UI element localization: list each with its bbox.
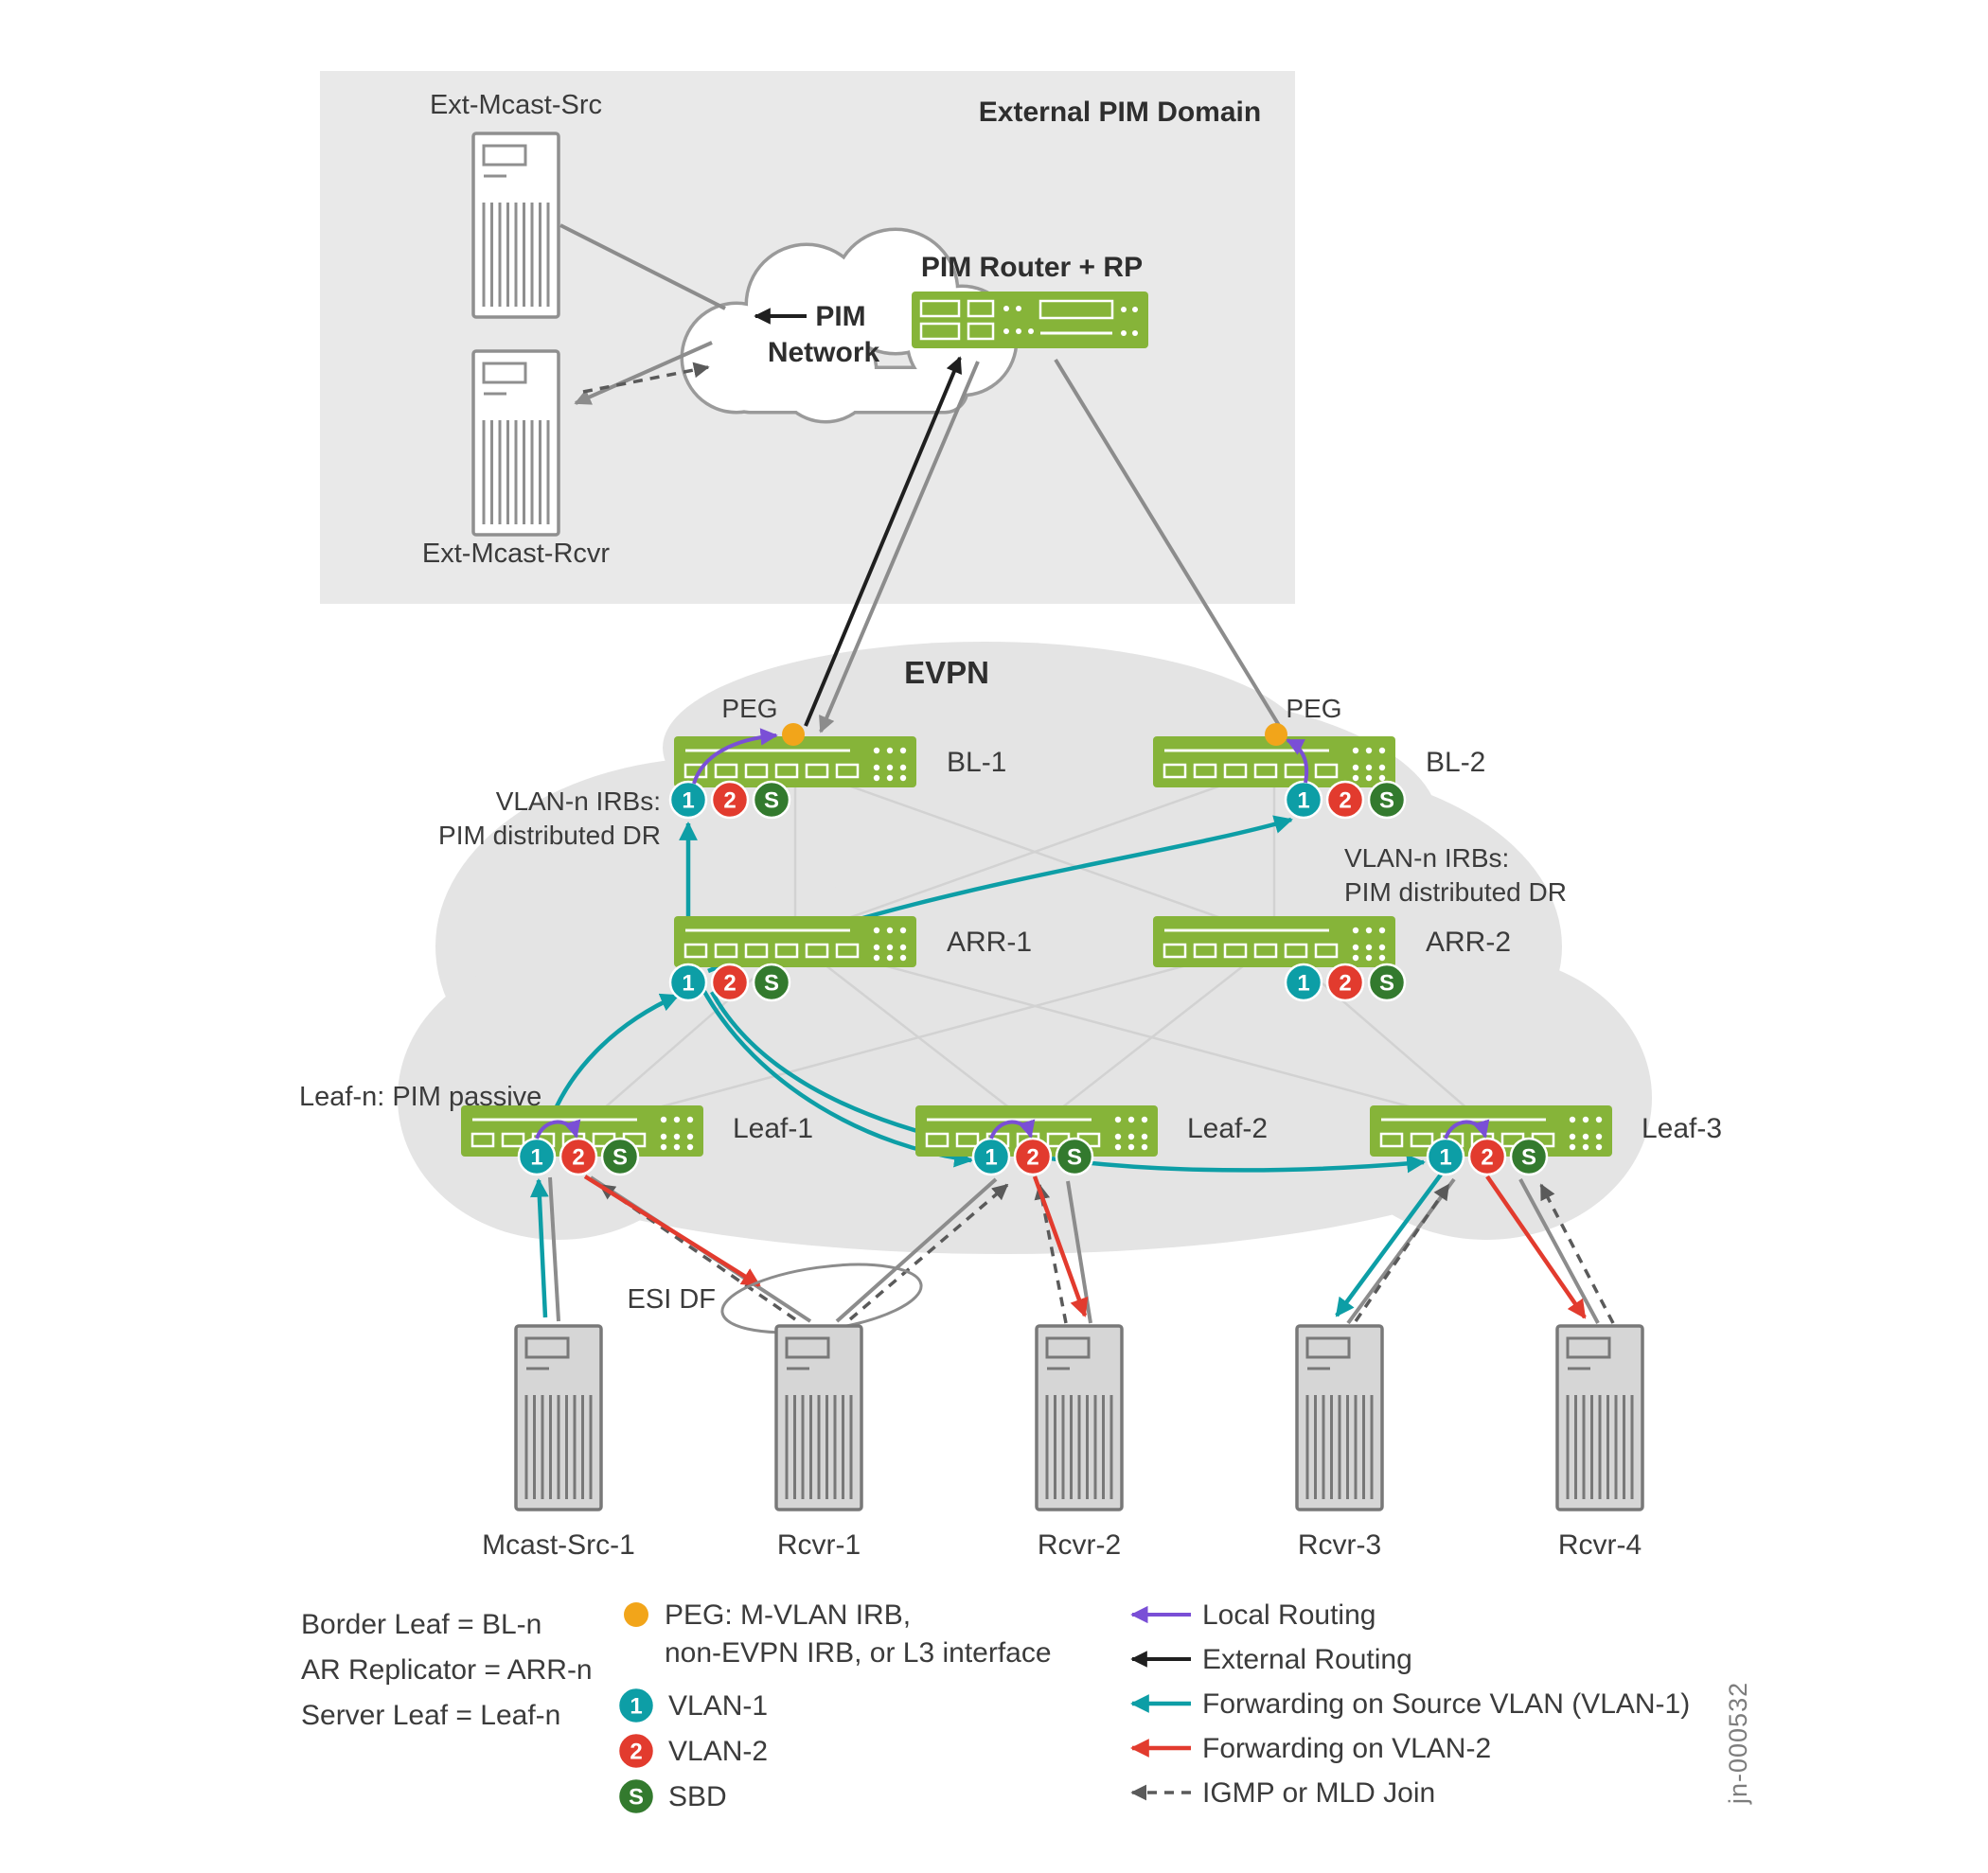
evpn-cloud	[398, 642, 1652, 1254]
legend-peg-line2: non-EVPN IRB, or L3 interface	[665, 1637, 1052, 1669]
arr2-label: ARR-2	[1426, 927, 1511, 958]
badges-leaf1	[517, 1137, 640, 1176]
legend-server-leaf: Server Leaf = Leaf-n	[301, 1700, 560, 1731]
mcast-src-1-label: Mcast-Src-1	[482, 1529, 635, 1561]
leaf1-label: Leaf-1	[733, 1113, 813, 1144]
badges-bl2	[1284, 780, 1407, 820]
external-pim-domain-title: External PIM Domain	[979, 97, 1261, 128]
leaf3-label: Leaf-3	[1642, 1113, 1722, 1144]
local-routing-leaf3	[1444, 1119, 1490, 1140]
leaf-pim-passive-note: Leaf-n: PIM passive	[299, 1082, 541, 1112]
legend-vlan1-badge	[616, 1686, 656, 1725]
pim-cloud-label-line1: PIM	[815, 301, 865, 332]
peg-label-bl2: PEG	[1286, 694, 1341, 723]
legend-vlan2-badge	[616, 1731, 656, 1771]
pim-network-cloud	[680, 227, 1019, 424]
legend-vlan2-badge-label: 2	[630, 1740, 642, 1765]
bl1-irb-note-line2: PIM distributed DR	[438, 821, 661, 850]
fwd-vlan1-leaf3-to-rcvr3	[1335, 1173, 1443, 1317]
legend-vlan1-label: VLAN-1	[668, 1690, 768, 1722]
pim-router-rp	[910, 290, 1150, 350]
legend-fwd-vlan1-label: Forwarding on Source VLAN (VLAN-1)	[1202, 1688, 1690, 1720]
legend-vlan2-label: VLAN-2	[668, 1736, 768, 1767]
rcvr-1-server	[774, 1324, 863, 1511]
peg-label-bl1: PEG	[721, 694, 777, 723]
fwd-vlan2-leaf1-to-rcvr1	[583, 1175, 761, 1287]
legend-external-routing-label: External Routing	[1202, 1644, 1412, 1675]
join-extrcvr-to-pimcloud	[582, 362, 710, 394]
link-src1-leaf1	[548, 1176, 560, 1322]
link-rcvr1-leaf2	[835, 1177, 998, 1323]
rcvr-3-label: Rcvr-3	[1298, 1529, 1381, 1561]
local-routing-bl1	[692, 728, 778, 785]
rcvr-1-label: Rcvr-1	[777, 1529, 861, 1561]
rcvr-4-label: Rcvr-4	[1558, 1529, 1642, 1561]
local-routing-bl2	[1286, 738, 1309, 784]
badges-bl1	[668, 780, 791, 820]
rcvr-3-server	[1295, 1324, 1384, 1511]
legend-local-routing-label: Local Routing	[1202, 1599, 1376, 1631]
join-rcvr1-to-leaf1	[598, 1183, 796, 1321]
fabric-mesh-links	[580, 765, 1491, 1130]
legend-peg-dot	[624, 1602, 648, 1627]
ext-mcast-src-server	[471, 132, 560, 319]
bl2-irb-note-line1: VLAN-n IRBs:	[1344, 843, 1509, 873]
fwd-vlan2-leaf2-to-rcvr2	[1032, 1175, 1089, 1317]
link-router-to-bl1	[819, 361, 980, 733]
bl1-label: BL-1	[947, 747, 1006, 778]
pim-router-label: PIM Router + RP	[921, 252, 1143, 283]
badges-leaf2	[971, 1137, 1094, 1176]
figure-id-watermark: jn-000532	[1724, 1682, 1752, 1805]
arrow-pimcloud-to-extrcvr	[574, 341, 713, 405]
peg-dot-bl2	[1265, 723, 1287, 746]
external-routing-bl1-to-router	[804, 356, 962, 727]
fwd-vlan2-leaf3-to-rcvr4	[1485, 1175, 1587, 1319]
badges-leaf3	[1426, 1137, 1549, 1176]
switch-arr2	[1151, 914, 1397, 969]
bl2-irb-note-line2: PIM distributed DR	[1344, 877, 1567, 907]
peg-dot-bl1	[782, 723, 805, 746]
bl2-label: BL-2	[1426, 747, 1485, 778]
badges-arr1	[668, 963, 791, 1002]
ext-mcast-src-label: Ext-Mcast-Src	[430, 90, 602, 120]
join-rcvr2-to-leaf2	[1034, 1183, 1068, 1324]
ext-mcast-rcvr-label: Ext-Mcast-Rcvr	[422, 539, 611, 569]
legend-sbd-badge	[616, 1776, 656, 1816]
link-extsrc-to-pimcloud	[559, 223, 726, 310]
legend-fwd-vlan2-label: Forwarding on VLAN-2	[1202, 1733, 1491, 1764]
evpn-title: EVPN	[904, 655, 989, 690]
leaf2-label: Leaf-2	[1187, 1113, 1268, 1144]
join-rcvr4-to-leaf3	[1539, 1183, 1615, 1324]
switch-arr1	[672, 914, 918, 969]
rcvr-2-label: Rcvr-2	[1038, 1529, 1121, 1561]
link-router-to-bl2	[1054, 358, 1282, 729]
legend: Border Leaf = BL-n AR Replicator = ARR-n…	[301, 1599, 1690, 1816]
arr1-label: ARR-1	[947, 927, 1032, 958]
legend-sbd-badge-label: S	[629, 1785, 644, 1811]
legend-border-leaf: Border Leaf = BL-n	[301, 1609, 541, 1640]
local-routing-leaf2	[989, 1119, 1036, 1140]
bl1-irb-note-line1: VLAN-n IRBs:	[496, 786, 661, 816]
legend-vlan1-badge-label: 1	[630, 1694, 642, 1720]
join-rcvr1-to-leaf2	[848, 1183, 1009, 1321]
mcast-src-1-server	[514, 1324, 603, 1511]
fwd-vlan1-src1-to-leaf1	[529, 1178, 549, 1318]
legend-peg-line1: PEG: M-VLAN IRB,	[665, 1599, 911, 1631]
badges-arr2	[1284, 963, 1407, 1002]
legend-ar-replicator: AR Replicator = ARR-n	[301, 1654, 593, 1686]
join-rcvr3-to-leaf3	[1354, 1183, 1450, 1322]
legend-igmp-join-label: IGMP or MLD Join	[1202, 1777, 1435, 1809]
rcvr-4-server	[1555, 1324, 1644, 1511]
pim-cloud-label-line2: Network	[768, 337, 880, 368]
legend-sbd-label: SBD	[668, 1781, 727, 1812]
rcvr-2-server	[1035, 1324, 1124, 1511]
local-routing-leaf1	[535, 1119, 581, 1140]
ext-mcast-rcvr-server	[471, 349, 560, 537]
esi-df-label: ESI DF	[628, 1284, 716, 1315]
